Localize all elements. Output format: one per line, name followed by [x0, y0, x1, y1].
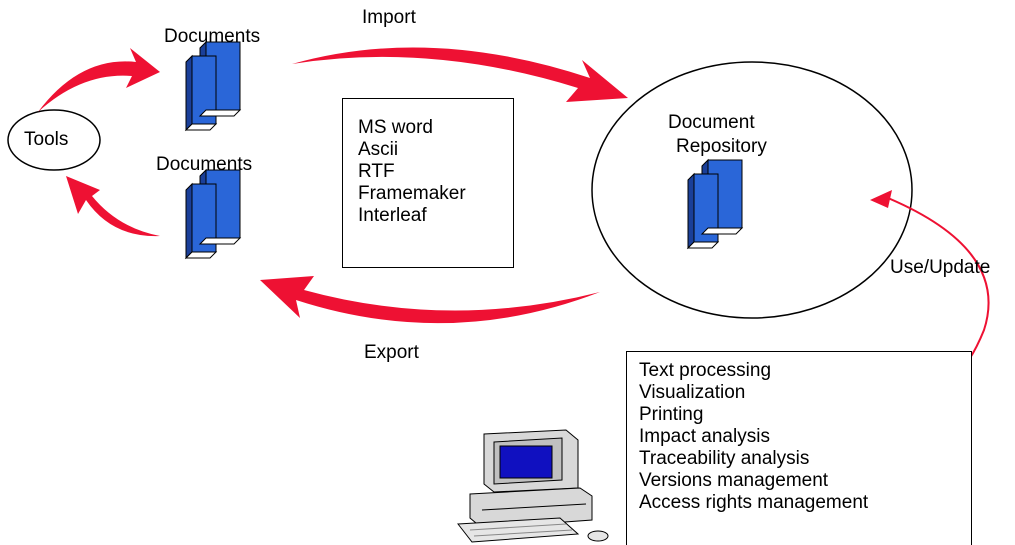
export-arrow: [260, 276, 600, 324]
import-label: Import: [362, 7, 416, 28]
repository-label-line1: Document: [668, 112, 755, 133]
binder-icon: [185, 41, 241, 131]
operation-item: Traceability analysis: [639, 448, 810, 469]
operation-item: Printing: [639, 404, 704, 425]
operation-item: Text processing: [639, 360, 772, 381]
tools-label: Tools: [24, 129, 69, 150]
formats-box: MS word Ascii RTF Framemaker Interleaf: [342, 98, 514, 268]
tools-node: [7, 109, 101, 171]
repository-label-line2: Repository: [676, 136, 767, 157]
use-update-label: Use/Update: [890, 257, 991, 278]
format-item: Ascii: [358, 139, 399, 160]
format-item: Interleaf: [358, 205, 427, 226]
operation-item: Impact analysis: [639, 426, 770, 447]
binder-icon: [185, 169, 241, 259]
format-item: RTF: [358, 161, 395, 182]
operations-box: Text processing Visualization Printing I…: [626, 351, 972, 545]
import-arrow: [292, 47, 628, 102]
format-item: MS word: [358, 117, 433, 138]
documents-top-label: Documents: [164, 26, 261, 47]
operation-item: Access rights management: [639, 492, 869, 513]
tools-to-documents-arrow: [38, 48, 160, 112]
format-item: Framemaker: [358, 183, 466, 204]
documents-to-tools-arrow: [66, 176, 160, 237]
operation-item: Versions management: [639, 470, 829, 491]
repository-node: [591, 61, 913, 319]
use-update-arrowhead-top: [870, 190, 892, 208]
documents-bottom-label: Documents: [156, 154, 253, 175]
export-label: Export: [364, 342, 419, 363]
computer-icon: [457, 429, 609, 543]
operation-item: Visualization: [639, 382, 746, 403]
